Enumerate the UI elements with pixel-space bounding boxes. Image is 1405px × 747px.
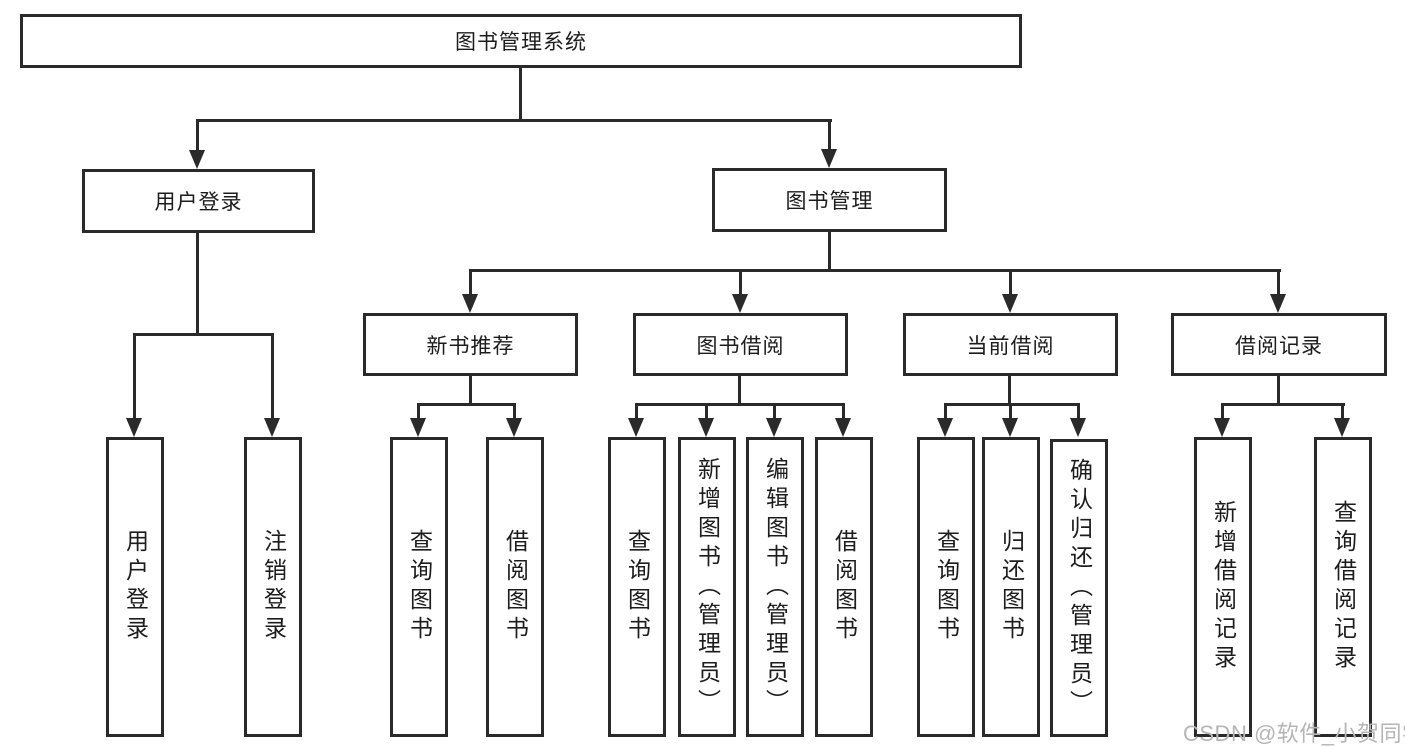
- leaf-label: 借阅图书: [502, 529, 529, 645]
- connector-drop: [417, 403, 420, 419]
- connector-drop: [773, 403, 776, 419]
- arrowhead-icon: [189, 150, 205, 169]
- arrowhead-icon: [410, 418, 426, 437]
- arrowhead-icon: [1270, 294, 1286, 313]
- connector-rail: [417, 403, 516, 406]
- arrowhead-icon: [264, 418, 280, 437]
- connector-bookmgmt-rail: [469, 269, 1281, 272]
- leaf-label: 确认归还（管理员）: [1066, 457, 1093, 719]
- connector-drop: [133, 333, 136, 419]
- connector-rail: [944, 403, 1080, 406]
- leaf-add-books-admin: 新增图书（管理员）: [678, 437, 736, 737]
- csdn-watermark: CSDN @软件_小贺同学: [1183, 721, 1405, 746]
- connector-stem: [1277, 376, 1280, 406]
- arrowhead-icon: [766, 418, 782, 437]
- arrowhead-icon: [732, 294, 748, 313]
- connector-root-drop-left: [196, 119, 199, 152]
- connector-root-drop-right: [828, 119, 831, 152]
- leaf-label: 编辑图书（管理员）: [762, 456, 789, 718]
- leaf-user-login: 用户登录: [106, 437, 164, 737]
- leaf-label: 查询图书: [624, 529, 651, 645]
- node-book-management: 图书管理: [712, 168, 947, 232]
- connector-drop: [705, 403, 708, 419]
- connector-stem: [469, 376, 472, 406]
- connector-drop: [1009, 269, 1012, 297]
- node-current-borrow: 当前借阅: [903, 313, 1118, 376]
- connector-userlogin-stem: [196, 233, 199, 336]
- connector-root-rail: [196, 119, 832, 122]
- node-user-login: 用户登录: [82, 169, 315, 233]
- connector-drop: [1277, 269, 1280, 297]
- arrowhead-icon: [821, 149, 837, 168]
- connector-bookmgmt-stem: [828, 232, 831, 272]
- connector-drop: [944, 403, 947, 419]
- leaf-label: 注销登录: [260, 529, 287, 645]
- arrowhead-icon: [1334, 418, 1350, 437]
- leaf-borrow-books-2: 借阅图书: [815, 437, 873, 737]
- leaf-logout: 注销登录: [244, 437, 302, 737]
- leaf-confirm-return-admin: 确认归还（管理员）: [1050, 439, 1108, 737]
- node-label: 新书推荐: [426, 334, 515, 358]
- connector-stem: [1008, 376, 1011, 406]
- leaf-label: 借阅图书: [831, 529, 858, 645]
- connector-stem: [738, 376, 741, 406]
- arrowhead-icon: [698, 418, 714, 437]
- arrowhead-icon: [1002, 294, 1018, 313]
- node-label: 当前借阅: [966, 334, 1055, 358]
- node-label: 借阅记录: [1235, 334, 1323, 358]
- arrowhead-icon: [937, 418, 953, 437]
- connector-drop: [271, 333, 274, 419]
- connector-rail: [1221, 403, 1345, 406]
- leaf-query-books-2: 查询图书: [608, 437, 666, 737]
- connector-drop: [1009, 403, 1012, 419]
- leaf-label: 新增图书（管理员）: [694, 456, 721, 718]
- leaf-query-borrow-record: 查询借阅记录: [1314, 437, 1372, 737]
- leaf-return-books: 归还图书: [982, 437, 1040, 737]
- connector-drop: [1221, 403, 1224, 419]
- connector-drop: [1077, 403, 1080, 419]
- node-label: 图书管理: [785, 190, 874, 213]
- connector-drop: [635, 403, 638, 419]
- connector-drop: [739, 269, 742, 297]
- leaf-label: 归还图书: [998, 529, 1025, 645]
- connector-rail: [635, 403, 845, 406]
- connector-root-stem: [519, 68, 522, 122]
- arrowhead-icon: [506, 418, 522, 437]
- arrowhead-icon: [126, 418, 142, 437]
- leaf-label: 查询图书: [933, 529, 960, 645]
- node-new-book-recommend: 新书推荐: [363, 313, 578, 376]
- leaf-label: 新增借阅记录: [1210, 500, 1237, 674]
- connector-userlogin-rail: [133, 333, 274, 336]
- node-label: 图书借阅: [696, 334, 785, 358]
- arrowhead-icon: [835, 418, 851, 437]
- connector-drop: [842, 403, 845, 419]
- leaf-borrow-books-1: 借阅图书: [486, 437, 544, 737]
- leaf-add-borrow-record: 新增借阅记录: [1194, 437, 1252, 737]
- leaf-query-books-3: 查询图书: [917, 437, 975, 737]
- leaf-query-books-1: 查询图书: [390, 437, 448, 737]
- node-label: 用户登录: [154, 191, 243, 214]
- node-library-management-system: 图书管理系统: [20, 14, 1022, 68]
- leaf-label: 查询图书: [406, 529, 433, 645]
- connector-drop: [513, 403, 516, 419]
- arrowhead-icon: [462, 294, 478, 313]
- leaf-label: 查询借阅记录: [1330, 500, 1357, 674]
- arrowhead-icon: [1070, 418, 1086, 437]
- connector-drop: [1341, 403, 1344, 419]
- connector-drop: [469, 269, 472, 297]
- arrowhead-icon: [1214, 418, 1230, 437]
- node-book-borrow: 图书借阅: [633, 313, 848, 376]
- node-label: 图书管理系统: [455, 31, 587, 54]
- arrowhead-icon: [628, 418, 644, 437]
- arrowhead-icon: [1002, 418, 1018, 437]
- leaf-edit-books-admin: 编辑图书（管理员）: [746, 437, 804, 737]
- leaf-label: 用户登录: [122, 529, 149, 645]
- node-borrow-records: 借阅记录: [1171, 313, 1387, 376]
